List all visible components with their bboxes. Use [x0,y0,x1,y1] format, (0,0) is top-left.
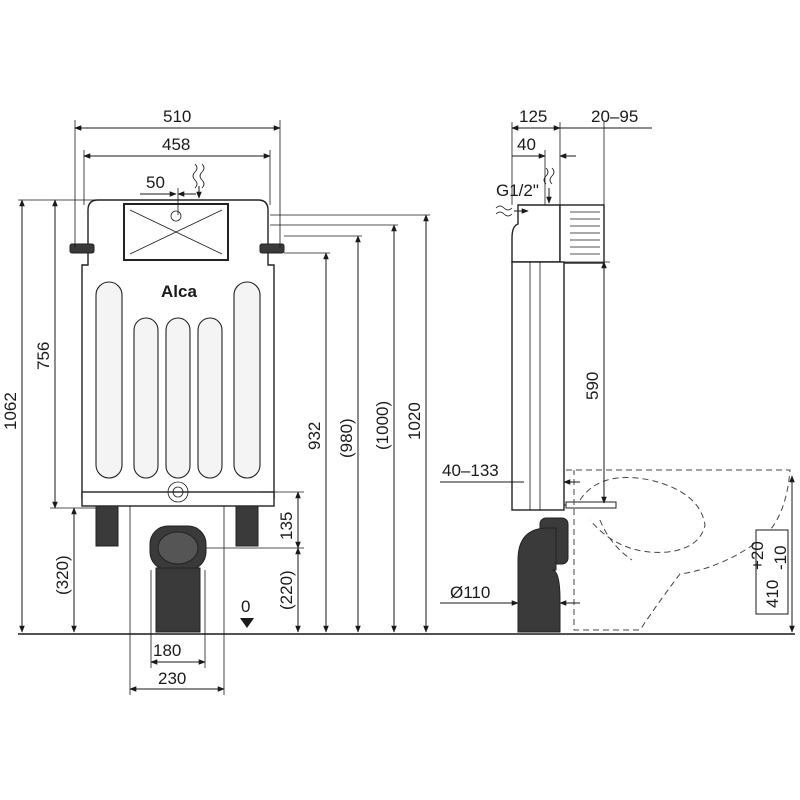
dim-932: 932 [305,422,324,450]
dim-125: 125 [519,107,547,126]
dim-1000: (1000) [373,401,392,450]
leg-right [235,505,259,547]
side-drain-pipe [517,527,561,633]
cistern-head [511,204,561,263]
bracket-right [259,243,285,254]
front-dimensions: 510 458 50 1062 756 (320) 932 (980) [1,107,430,695]
dim-410: 410 [763,580,782,608]
toilet-bowl-outline [566,469,791,631]
dim-980: (980) [337,418,356,458]
wall-plate [559,204,605,264]
bottom-crossbar [81,491,275,507]
dim-458: 458 [162,135,190,154]
dim-40-133: 40–133 [442,461,499,480]
side-dimensions: 125 20–95 40 G1/2" 590 40–133 Ø110 41 [440,107,795,633]
dim-510: 510 [163,107,191,126]
dim-320: (320) [53,555,72,595]
dim-230: 230 [158,669,186,688]
zero-level-label: 0 [241,597,250,616]
tol-plus: +20 [748,541,767,570]
thread-label: G1/2" [496,181,539,200]
dim-220: (220) [277,570,296,610]
side-frame [511,261,565,511]
tol-minus: -10 [771,545,790,570]
dim-135: 135 [277,512,296,540]
dim-590: 590 [583,372,602,400]
front-view: Alca [69,199,285,633]
drain-pipe [155,567,201,633]
dim-20-95: 20–95 [591,107,638,126]
bowl-height-box [755,529,789,615]
dim-1062: 1062 [1,392,20,430]
dim-180: 180 [153,641,181,660]
dim-50: 50 [146,173,165,192]
zero-level-arrow [240,618,254,628]
bracket-left [69,243,95,254]
side-view [511,204,791,633]
dim-756: 756 [34,342,53,370]
dim-1020: 1020 [405,402,424,440]
dim-110: Ø110 [450,583,490,602]
leg-left [95,505,119,547]
dim-40: 40 [517,135,536,154]
brand-logo: Alca [161,282,197,301]
